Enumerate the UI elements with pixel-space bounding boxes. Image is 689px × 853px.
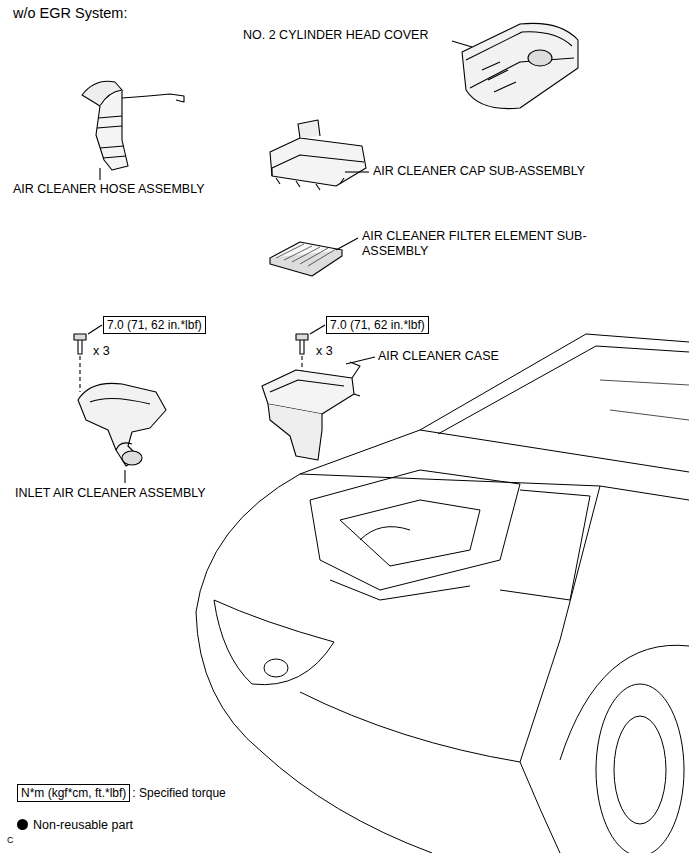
part-name: NO. 2 CYLINDER HEAD COVER <box>243 28 428 43</box>
torque-box: N*m (kgf*cm, ft.*lbf): Specified torque <box>17 784 130 802</box>
legend-row: Non-reusable part <box>17 818 133 833</box>
torque-box: 7.0 (71, 62 in.*lbf) <box>103 316 206 334</box>
air-cleaner-cap <box>270 120 366 190</box>
leader-line <box>346 357 375 364</box>
legend-text: : Specified torque <box>129 786 225 800</box>
leader-line <box>88 325 102 334</box>
leader-line <box>336 238 358 250</box>
figure-code: C <box>7 834 14 846</box>
quantity: x 3 <box>93 344 110 359</box>
non-reusable-mark <box>17 819 28 830</box>
leader-line <box>124 470 125 483</box>
variant-heading: w/o EGR System: <box>13 5 127 23</box>
torque-value: 7.0 (71, 62 in.*lbf) <box>107 318 202 332</box>
torque-box: 7.0 (71, 62 in.*lbf) <box>326 316 429 334</box>
leader-line <box>99 168 100 180</box>
air-cleaner-case <box>262 362 360 460</box>
inlet-air-cleaner <box>78 383 166 466</box>
bolt <box>74 334 86 354</box>
filter-element <box>270 242 342 276</box>
part-name: INLET AIR CLEANER ASSEMBLY <box>15 486 206 501</box>
head-cover <box>462 23 578 108</box>
quantity: x 3 <box>316 344 333 359</box>
torque-value: N*m (kgf*cm, ft.*lbf) <box>21 786 126 800</box>
part-name: AIR CLEANER CAP SUB-ASSEMBLY <box>373 164 585 179</box>
legend-text: Non-reusable part <box>33 818 133 832</box>
leader-line <box>345 171 369 172</box>
air-cleaner-hose <box>82 81 184 170</box>
bolt <box>296 334 308 354</box>
car-illustration <box>196 334 689 853</box>
dashed-line <box>79 356 80 392</box>
torque-value: 7.0 (71, 62 in.*lbf) <box>330 318 425 332</box>
part-name: AIR CLEANER CASE <box>378 349 499 364</box>
leader-line <box>452 41 472 47</box>
part-name: AIR CLEANER HOSE ASSEMBLY <box>13 182 205 197</box>
part-name: AIR CLEANER FILTER ELEMENT SUB-ASSEMBLY <box>362 229 590 259</box>
leader-line <box>310 325 325 334</box>
